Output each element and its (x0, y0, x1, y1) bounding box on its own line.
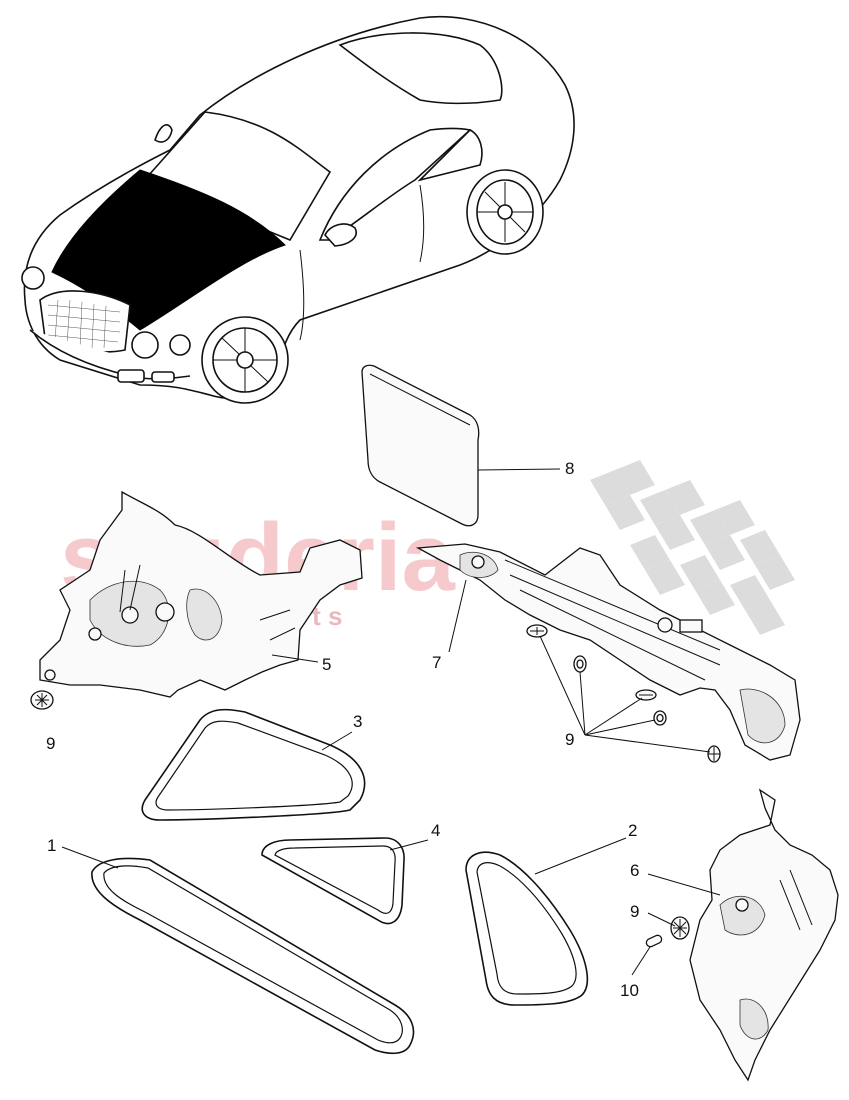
part-8-insulation-pad (361, 364, 480, 527)
callout-9-left: 9 (46, 734, 55, 753)
clip-fastener (526, 624, 548, 638)
watermark-checker (590, 460, 795, 635)
callout-8: 8 (565, 459, 574, 478)
callout-6: 6 (630, 861, 639, 880)
callout-1: 1 (47, 836, 56, 855)
callout-9-center: 9 (565, 730, 574, 749)
part-4-seal (261, 837, 405, 925)
clip-fastener (670, 916, 690, 940)
clip-fastener (635, 689, 657, 701)
callout-4: 4 (431, 821, 440, 840)
part-10-pin (645, 934, 663, 948)
callout-3: 3 (353, 712, 362, 731)
part-1-seal (91, 857, 415, 1055)
callout-7: 7 (432, 653, 441, 672)
clip-fastener (573, 655, 587, 673)
clip-fastener (30, 690, 54, 710)
leader-lines (61, 468, 721, 976)
callout-9-right: 9 (630, 902, 639, 921)
clip-fastener (707, 745, 721, 763)
callout-2: 2 (628, 821, 637, 840)
part-7-dash-insulation (415, 543, 801, 761)
part-2-seal (465, 851, 589, 1006)
part-5-insulation-panel (39, 490, 363, 698)
part-6-insulation-panel (689, 788, 839, 1082)
part-3-seal (141, 708, 366, 821)
car-illustration (21, 16, 575, 404)
callout-10: 10 (620, 981, 639, 1000)
clip-fastener (653, 710, 667, 726)
callout-5: 5 (322, 655, 331, 674)
